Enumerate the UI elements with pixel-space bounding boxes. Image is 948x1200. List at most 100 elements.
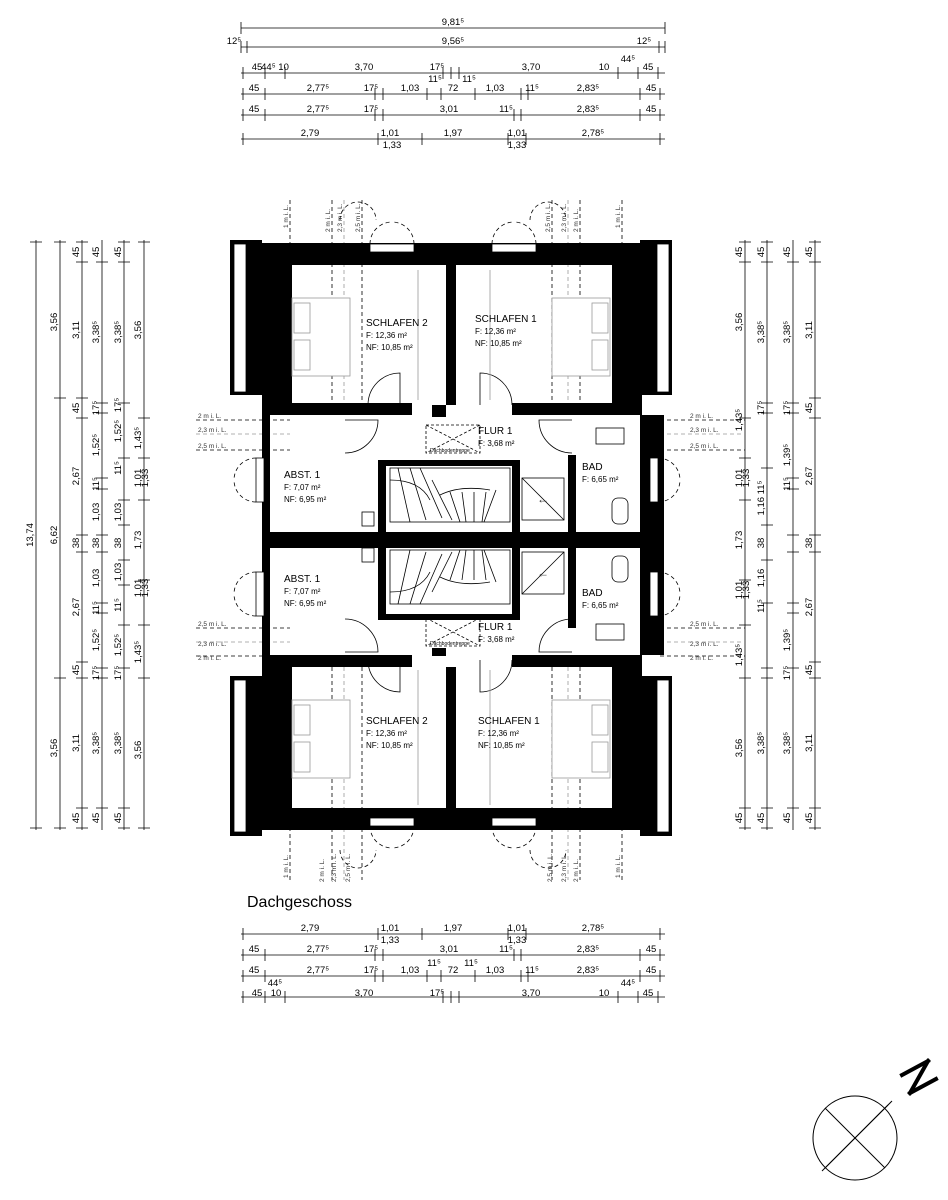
dim-label: 1,52⁵	[113, 634, 124, 656]
height-label: 2 m i. L.	[198, 413, 221, 420]
height-label: 2 m i. L.	[198, 655, 221, 662]
dim-label: 17⁵	[91, 666, 102, 681]
dim-label: 45	[646, 965, 657, 976]
dim-label: 1,73	[133, 531, 144, 550]
dim-label: 2,78⁵	[582, 923, 604, 934]
room-name: FLUR 1	[478, 622, 513, 633]
window	[649, 457, 659, 503]
dim-label: 1,16 11⁵	[756, 480, 767, 515]
height-label: 2,3 m i. L.	[690, 427, 719, 434]
height-label: 2,5 m i. L.	[345, 853, 352, 882]
dim-label: 11⁵	[462, 74, 476, 85]
shaft	[361, 511, 375, 527]
dimension-chains-left: 13,74 3,56 6,62 3,56 45 3,11 45 2,67 38 …	[25, 240, 151, 830]
dim-label: 45	[646, 83, 657, 94]
staircase	[389, 549, 511, 605]
dim-label: 45	[643, 62, 654, 73]
dim-label: 38	[71, 538, 82, 549]
dim-label: 1,33	[508, 140, 527, 151]
dim-label: 1,01	[508, 923, 527, 934]
height-label: 2,3 m i. L.	[561, 853, 568, 882]
dim-label: 1,03	[113, 563, 124, 582]
dim-label: 11⁵	[499, 944, 513, 955]
height-label: 1 m i. L.	[615, 205, 622, 228]
dimension-chains-bottom: 2,79 1,01 1,97 1,01 2,78⁵ 1,33 1,33 45 2…	[241, 923, 665, 1003]
attic-hatches	[425, 424, 481, 647]
dim-label: 17⁵	[113, 666, 124, 681]
height-label: 2,5 m i. L.	[198, 443, 227, 450]
dim-label: 3,01	[440, 944, 459, 955]
dim-label: 17⁵	[364, 104, 379, 115]
dim-label: 72	[448, 83, 459, 94]
dim-label: 17⁵	[430, 62, 445, 73]
sink	[595, 427, 625, 445]
dim-label: 45	[71, 247, 82, 258]
dim-label: 17⁵	[364, 83, 379, 94]
dim-label: 44⁵	[621, 978, 636, 989]
hatch-label: Dachbodentreppe	[430, 448, 470, 454]
dim-label: 3,56	[133, 321, 144, 340]
window	[255, 571, 265, 617]
dim-label: 3,01	[440, 104, 459, 115]
dim-label: 1,43⁵	[133, 641, 144, 663]
room-area: F: 3,68 m²	[478, 439, 515, 448]
height-label: 2,3 m i. L.	[690, 641, 719, 648]
dim-label: 1,52⁵	[91, 629, 102, 651]
room-net-area: NF: 10,85 m²	[475, 339, 522, 348]
height-label: 2 m i. L.	[690, 655, 713, 662]
dim-label: 45	[252, 62, 263, 73]
dim-label: 11⁵	[113, 461, 124, 475]
dim-label: 38	[91, 538, 102, 549]
room-area: F: 12,36 m²	[478, 729, 519, 738]
dim-label: 3,56	[133, 741, 144, 760]
dim-label: 3,70	[522, 988, 541, 999]
dim-label: 38	[113, 538, 124, 549]
height-label: 2 m i. L.	[319, 859, 326, 882]
dim-label: 1,01	[381, 923, 400, 934]
dim-label: 45	[782, 247, 793, 258]
dim-label: 17⁵	[782, 401, 793, 416]
height-label: 1 m i. L.	[283, 205, 290, 228]
dim-label: 1,01	[734, 581, 745, 600]
dim-total-width: 9,81⁵	[442, 17, 464, 28]
dim-label: 17⁵	[782, 666, 793, 681]
dim-label: 45	[249, 944, 260, 955]
dim-label: 2,77⁵	[307, 104, 329, 115]
dim-label: 45	[252, 988, 263, 999]
height-label: 2,5 m i. L.	[690, 621, 719, 628]
dim-label: 45	[804, 247, 815, 258]
dim-label: 45	[646, 104, 657, 115]
height-label: 2,3 m i. L.	[198, 641, 227, 648]
dim-label: 45	[249, 83, 260, 94]
window-swing-arcs	[233, 201, 681, 869]
dim-label: 2,77⁵	[307, 83, 329, 94]
dim-label: 45	[804, 403, 815, 414]
dim-label: 45	[734, 813, 745, 824]
dim-label: 45	[71, 813, 82, 824]
dim-label: 3,11	[804, 734, 815, 752]
dim-label: 17⁵	[364, 965, 379, 976]
dim-label: 17⁵	[91, 401, 102, 416]
room-name: BAD	[582, 462, 603, 473]
dim-label: 45	[646, 944, 657, 955]
dim-label: 3,38⁵	[113, 321, 124, 343]
dim-label: 1,33	[140, 579, 151, 598]
dim-label: 17⁵	[113, 398, 124, 413]
dim-label: 1,03	[113, 503, 124, 522]
dim-label: 45	[756, 247, 767, 258]
dim-label: 3,38⁵	[91, 732, 102, 754]
dim-label: 1,39⁵	[782, 629, 793, 651]
dim-label: 45	[643, 988, 654, 999]
dim-label: 3,38⁵	[782, 732, 793, 754]
dim-label: 1,97	[444, 923, 463, 934]
dim-label: 38	[804, 538, 815, 549]
dim-label: 11⁵	[756, 599, 767, 613]
room-area: F: 6,65 m²	[582, 601, 619, 610]
floor-title: Dachgeschoss	[247, 894, 352, 911]
dim-label: 1,39⁵	[782, 444, 793, 466]
toilet	[611, 555, 629, 583]
toilet	[611, 497, 629, 525]
height-label: 1 m i. L.	[283, 855, 290, 878]
height-label: 2,5 m i. L.	[355, 203, 362, 232]
room-area: F: 7,07 m²	[284, 587, 321, 596]
